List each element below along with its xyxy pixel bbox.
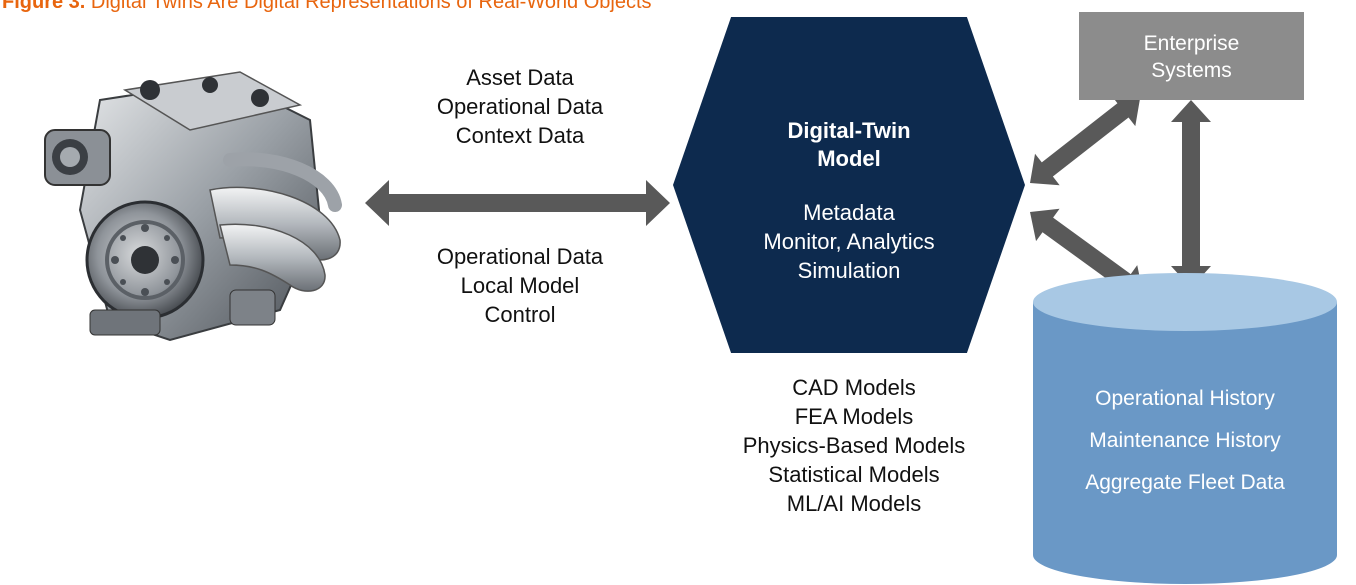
model-item: Statistical Models [768,462,940,487]
bottom-flow-labels: Operational Data Local Model Control [400,242,640,329]
engine-photo-icon [44,71,342,342]
figure-title: Figure 3. Digital Twins Are Digital Repr… [2,0,652,14]
twin-items: Metadata Monitor, Analytics Simulation [673,198,1025,285]
bottom-flow-line: Control [484,302,556,327]
twin-item: Simulation [797,258,901,283]
database-cylinder-icon [1033,273,1337,584]
model-item: FEA Models [794,404,914,429]
twin-title-line: Model [817,146,881,171]
digital-twin-hexagon [673,17,1025,353]
double-arrow-icon [365,180,670,226]
figure-prefix: Figure 3. [2,0,86,13]
twin-enterprise-arrow-icon [1030,100,1141,186]
top-flow-line: Asset Data [466,65,574,90]
database-item: Operational History [1095,387,1275,410]
twin-item: Metadata [803,200,895,225]
enterprise-systems-label: Enterprise Systems [1079,30,1304,84]
enterprise-systems-box [1079,12,1304,100]
figure-title-text: Digital Twins Are Digital Representation… [90,0,652,13]
twin-title: Digital-Twin Model [673,117,1025,173]
bottom-flow-line: Operational Data [436,244,604,269]
bottom-flow-line: Local Model [460,273,580,298]
model-item: Physics-Based Models [742,433,966,458]
top-flow-labels: Asset Data Operational Data Context Data [400,63,640,150]
twin-database-arrow-icon [1030,208,1144,298]
models-list: CAD Models FEA Models Physics-Based Mode… [700,373,1008,518]
model-item: ML/AI Models [786,491,922,516]
database-item: Aggregate Fleet Data [1085,471,1285,494]
model-item: CAD Models [792,375,916,400]
top-flow-line: Context Data [455,123,585,148]
twin-title-line: Digital-Twin [787,118,911,143]
connector-arrows [1030,100,1211,298]
twin-item: Monitor, Analytics [763,229,935,254]
database-item: Maintenance History [1089,429,1281,452]
top-flow-line: Operational Data [436,94,604,119]
enterprise-line: Enterprise [1143,32,1240,55]
database-items: Operational History Maintenance History … [1032,383,1338,499]
enterprise-database-arrow-icon [1171,100,1211,288]
enterprise-line: Systems [1151,59,1232,82]
